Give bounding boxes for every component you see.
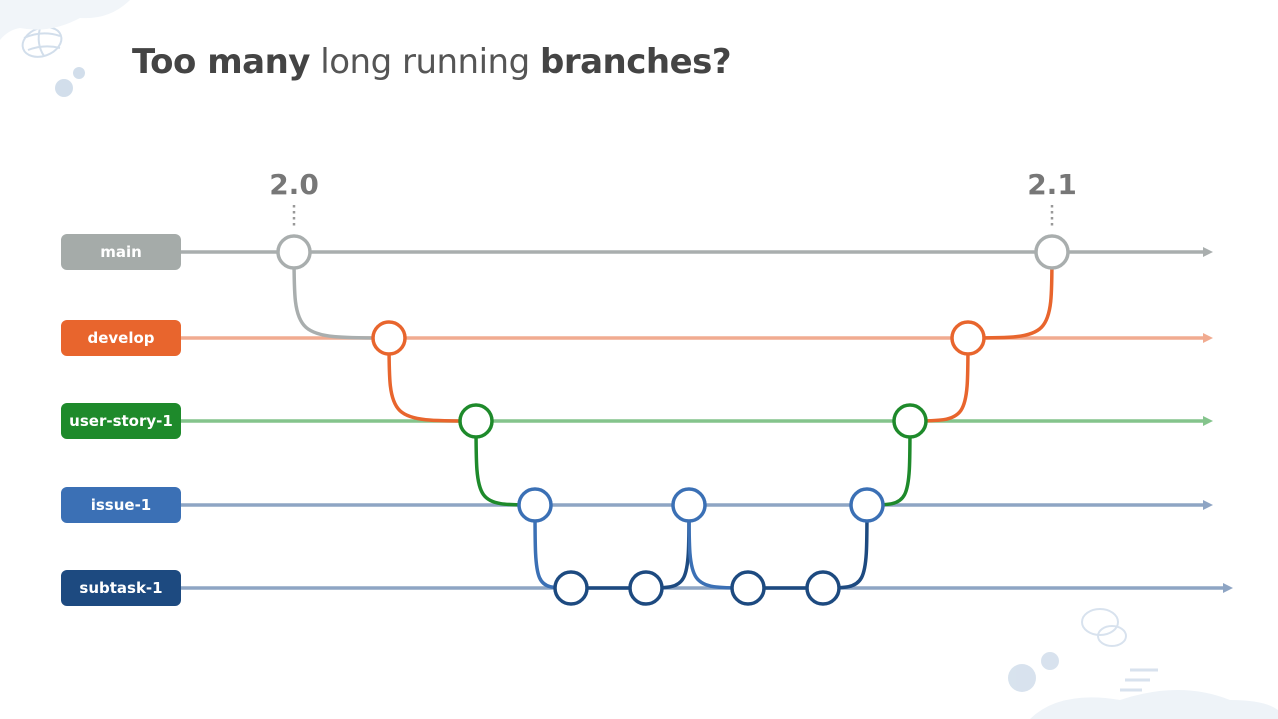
commit-node-develop bbox=[371, 320, 407, 356]
gear-icon bbox=[1008, 652, 1059, 692]
commit-node-main bbox=[1034, 234, 1070, 270]
merge-connection bbox=[292, 251, 390, 340]
branch-label-issue-1: issue-1 bbox=[61, 487, 181, 523]
cloud-shape bbox=[1030, 690, 1278, 719]
slide-title: Too many long running branches? bbox=[132, 42, 732, 82]
version-label: 2.0 bbox=[269, 168, 319, 201]
commit-node-issue-1 bbox=[849, 487, 885, 523]
cloud-shape bbox=[0, 0, 130, 40]
branch-label-develop: develop bbox=[61, 320, 181, 356]
gear-icon bbox=[55, 67, 85, 97]
commit-node-subtask-1 bbox=[628, 570, 664, 606]
commit-node-user-story-1 bbox=[892, 403, 928, 439]
version-label: 2.1 bbox=[1027, 168, 1077, 201]
commit-node-issue-1 bbox=[671, 487, 707, 523]
stairs-icon bbox=[1120, 668, 1158, 692]
title-part-3: branches? bbox=[540, 42, 732, 82]
branch-label-subtask-1: subtask-1 bbox=[61, 570, 181, 606]
merge-connection bbox=[387, 337, 477, 423]
commit-node-main bbox=[276, 234, 312, 270]
commit-node-user-story-1 bbox=[458, 403, 494, 439]
branch-label-user-story-1: user-story-1 bbox=[61, 403, 181, 439]
commit-node-subtask-1 bbox=[805, 570, 841, 606]
commit-node-issue-1 bbox=[517, 487, 553, 523]
chat-bubble-icon bbox=[1081, 608, 1127, 647]
merge-connection bbox=[967, 251, 1054, 340]
commit-node-subtask-1 bbox=[730, 570, 766, 606]
title-part-1: Too many bbox=[132, 42, 310, 82]
commit-node-develop bbox=[950, 320, 986, 356]
title-part-2: long running bbox=[309, 42, 540, 82]
commit-node-subtask-1 bbox=[553, 570, 589, 606]
branch-label-main: main bbox=[61, 234, 181, 270]
